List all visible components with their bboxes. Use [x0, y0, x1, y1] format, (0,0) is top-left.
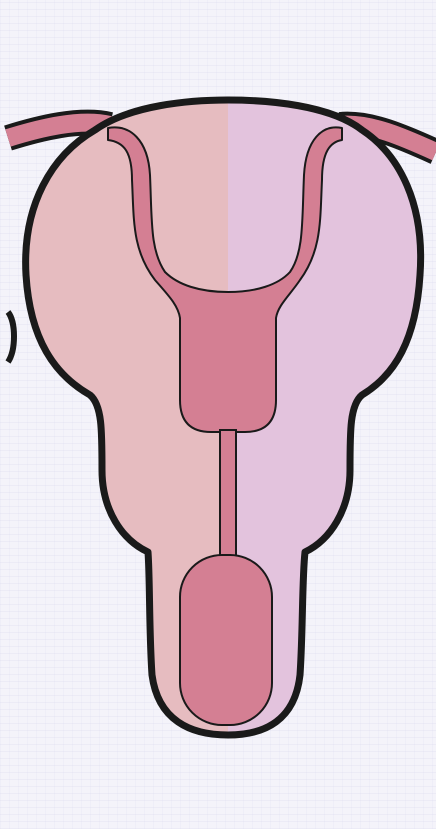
left-edge-arc — [8, 312, 14, 362]
vaginal-canal — [180, 555, 272, 725]
cervical-canal — [220, 430, 236, 560]
